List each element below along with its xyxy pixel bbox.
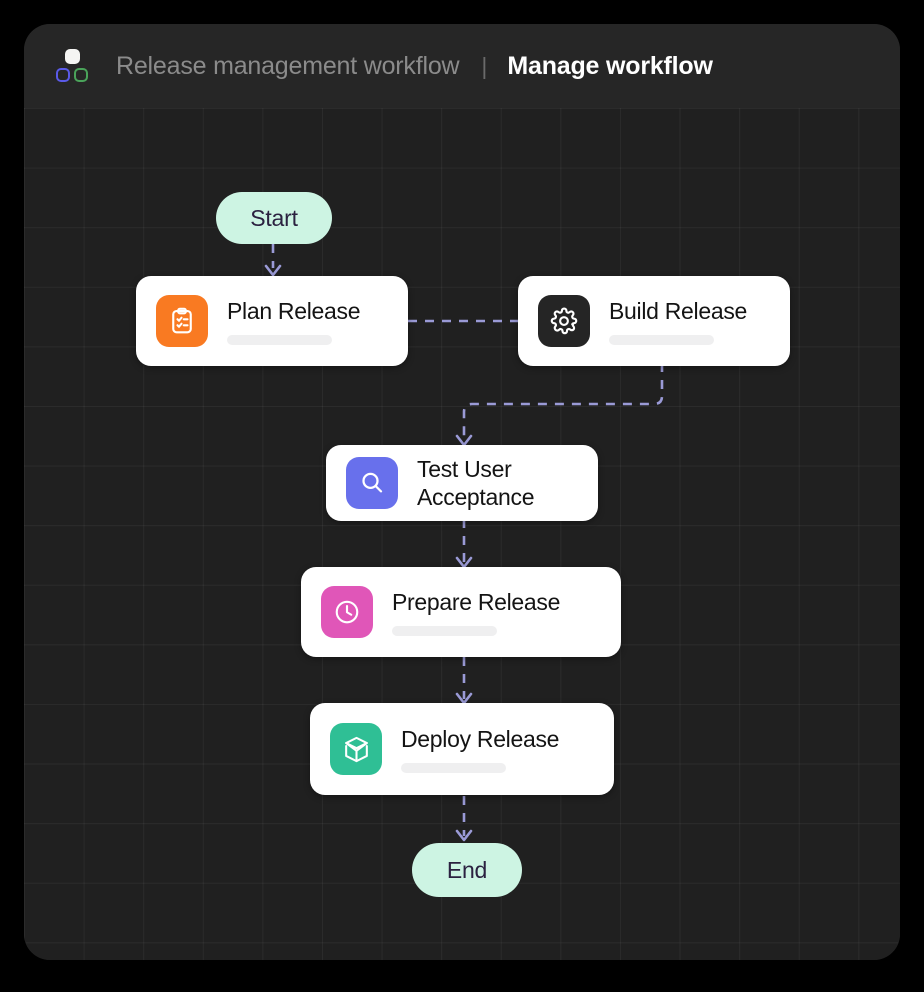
node-start[interactable]: Start [216, 192, 332, 244]
clipboard-check-icon [156, 295, 208, 347]
page-title-manage-workflow: Manage workflow [507, 51, 713, 80]
arrowhead-prepare [455, 556, 473, 569]
arrowhead-deploy [455, 692, 473, 705]
node-prepare-release-placeholder-bar [392, 626, 497, 637]
logo-bottom-left-square [56, 68, 70, 82]
node-prepare-release-label: Prepare Release [392, 588, 561, 615]
arrowhead-end [455, 829, 473, 842]
logo-bottom-right-square [74, 68, 88, 82]
node-prepare-release[interactable]: Prepare Release [301, 567, 621, 657]
search-icon [346, 457, 398, 509]
workflow-canvas[interactable]: Start Plan Release [24, 108, 900, 960]
node-plan-release-label: Plan Release [227, 297, 361, 324]
node-deploy-release-body: Deploy Release [401, 725, 560, 774]
node-test-user-acceptance-label: Test User Acceptance [417, 455, 535, 510]
node-test-user-acceptance-body: Test User Acceptance [417, 455, 535, 511]
node-deploy-release-placeholder-bar [401, 763, 506, 774]
app-window: Release management workflow | Manage wor… [24, 24, 900, 960]
node-test-user-acceptance[interactable]: Test User Acceptance [326, 445, 598, 521]
node-deploy-release[interactable]: Deploy Release [310, 703, 614, 795]
workflow-blocks-logo [56, 49, 94, 83]
node-deploy-release-label: Deploy Release [401, 725, 560, 752]
clock-icon [321, 586, 373, 638]
arrowhead-test [455, 434, 473, 447]
node-plan-release-body: Plan Release [227, 297, 361, 346]
arrowhead-plan [264, 264, 282, 277]
workflow-edges [264, 244, 664, 842]
node-build-release[interactable]: Build Release [518, 276, 790, 366]
package-box-icon [330, 723, 382, 775]
app-header: Release management workflow | Manage wor… [24, 24, 900, 108]
breadcrumb-workflow-name[interactable]: Release management workflow [116, 51, 460, 80]
edge-build-to-test [462, 363, 664, 438]
breadcrumb-separator: | [481, 52, 488, 79]
node-plan-release[interactable]: Plan Release [136, 276, 408, 366]
node-plan-release-placeholder-bar [227, 335, 332, 346]
logo-top-square [65, 49, 80, 64]
node-end[interactable]: End [412, 843, 522, 897]
node-build-release-body: Build Release [609, 297, 748, 346]
node-build-release-placeholder-bar [609, 335, 714, 346]
node-end-label: End [446, 856, 488, 883]
gear-icon [538, 295, 590, 347]
node-start-label: Start [250, 204, 298, 231]
node-prepare-release-body: Prepare Release [392, 588, 561, 637]
node-build-release-label: Build Release [609, 297, 748, 324]
